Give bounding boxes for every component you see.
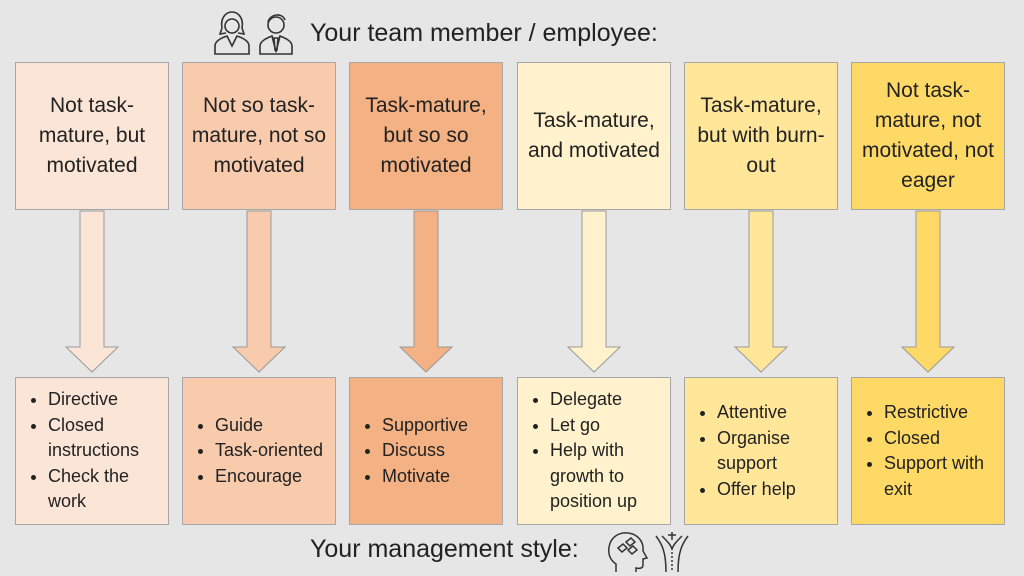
management-style-item: Check the work (48, 464, 164, 515)
head-puzzle-icon (608, 532, 648, 572)
management-style-list: RestrictiveClosedSupport with exit (860, 400, 1000, 502)
employee-type-label: Task-mature, but with burn-out (697, 94, 825, 177)
employee-type-label: Not task-mature, not motivated, not eage… (862, 79, 994, 192)
down-arrow (65, 210, 119, 373)
management-style-item: Delegate (550, 387, 666, 413)
down-arrow (399, 210, 453, 373)
down-arrow (734, 210, 788, 373)
management-style-list: AttentiveOrganise supportOffer help (693, 400, 833, 502)
employee-type-box: Not so task-mature, not so motivated (182, 62, 336, 210)
management-style-item: Restrictive (884, 400, 1000, 426)
management-style-item: Encourage (215, 464, 323, 490)
management-style-item: Discuss (382, 438, 468, 464)
management-style-item: Directive (48, 387, 164, 413)
management-style-list: SupportiveDiscussMotivate (358, 413, 468, 490)
management-style-item: Let go (550, 413, 666, 439)
management-style-box: SupportiveDiscussMotivate (349, 377, 503, 525)
employee-type-box: Task-mature, but with burn-out (684, 62, 838, 210)
employee-type-label: Not so task-mature, not so motivated (191, 94, 327, 177)
management-style-item: Closed instructions (48, 413, 164, 464)
management-style-box: RestrictiveClosedSupport with exit (851, 377, 1005, 525)
management-style-list: GuideTask-orientedEncourage (191, 413, 323, 490)
employee-type-label: Not task-mature, but motivated (38, 94, 146, 177)
down-arrow (232, 210, 286, 373)
management-style-item: Support with exit (884, 451, 1000, 502)
employee-type-box: Not task-mature, not motivated, not eage… (851, 62, 1005, 210)
management-style-list: DelegateLet goHelp with growth to positi… (526, 387, 666, 515)
management-style-list: DirectiveClosed instructionsCheck the wo… (24, 387, 164, 515)
employee-type-label: Task-mature, but so so motivated (365, 94, 487, 177)
management-style-item: Motivate (382, 464, 468, 490)
management-style-item: Closed (884, 426, 1000, 452)
management-style-box: AttentiveOrganise supportOffer help (684, 377, 838, 525)
management-style-item: Organise support (717, 426, 833, 477)
management-style-item: Offer help (717, 477, 833, 503)
employee-header: Your team member / employee: (310, 19, 658, 47)
management-style-item: Attentive (717, 400, 833, 426)
management-style-box: DirectiveClosed instructionsCheck the wo… (15, 377, 169, 525)
employee-type-label: Task-mature, and motivated (528, 109, 660, 162)
management-style-item: Task-oriented (215, 438, 323, 464)
management-style-item: Guide (215, 413, 323, 439)
employee-type-box: Task-mature, but so so motivated (349, 62, 503, 210)
management-style-item: Supportive (382, 413, 468, 439)
employee-type-box: Task-mature, and motivated (517, 62, 671, 210)
employee-type-box: Not task-mature, but motivated (15, 62, 169, 210)
down-arrow (567, 210, 621, 373)
crossroads-icon (655, 532, 689, 573)
management-style-box: DelegateLet goHelp with growth to positi… (517, 377, 671, 525)
management-style-footer: Your management style: (310, 535, 579, 563)
people-icon (214, 11, 293, 55)
management-style-item: Help with growth to position up (550, 438, 666, 515)
management-style-box: GuideTask-orientedEncourage (182, 377, 336, 525)
down-arrow (901, 210, 955, 373)
